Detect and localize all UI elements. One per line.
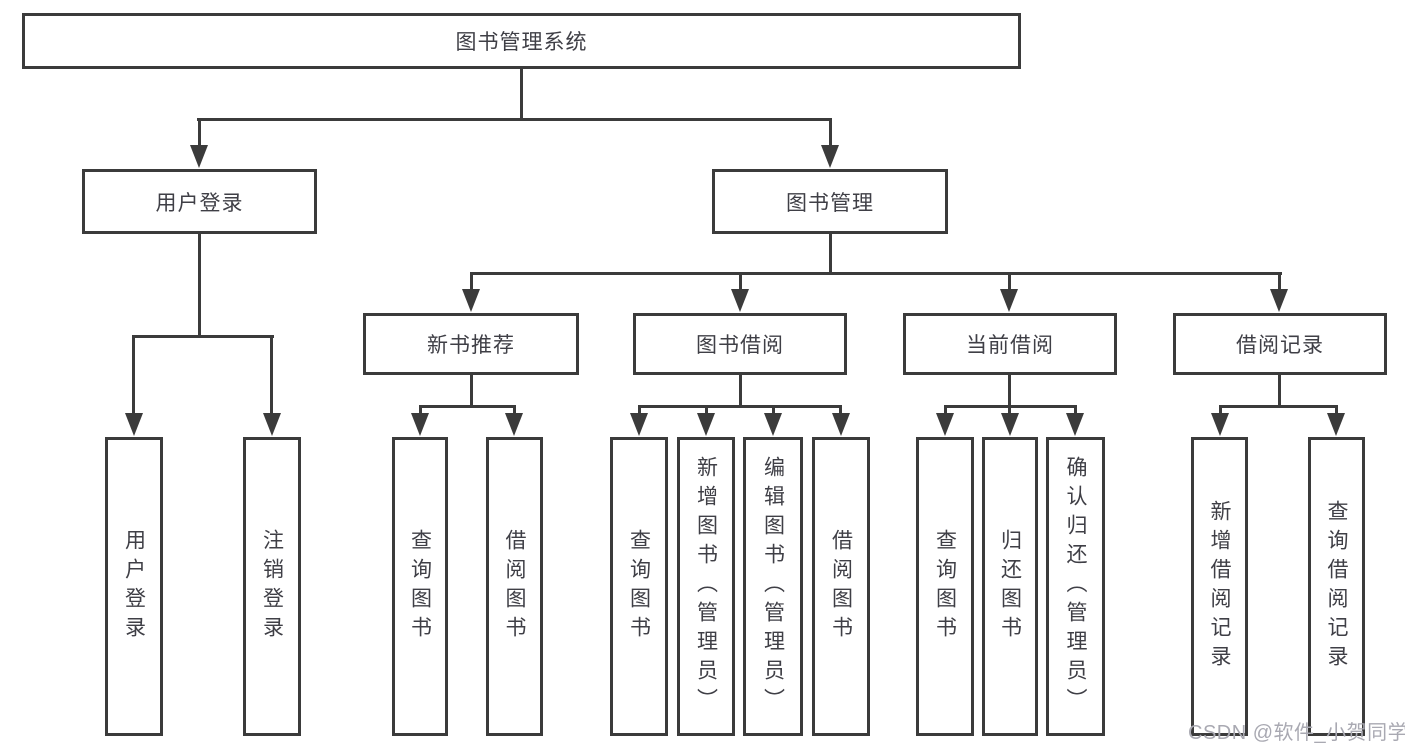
node-root-system-label: 图书管理系统 <box>455 31 588 54</box>
node-user-login-label: 用户登录 <box>155 191 244 215</box>
connector-drop-leaf-logout <box>270 335 273 417</box>
leaf-logout-label: 注销登录 <box>260 528 284 645</box>
arrow-into-book-management <box>821 145 839 168</box>
leaf-borrow-books-recommend-label: 借阅图书 <box>503 528 526 645</box>
leaf-add-borrow-record-label: 新增借阅记录 <box>1208 499 1231 674</box>
leaf-user-login-label: 用户登录 <box>122 528 146 645</box>
connector-recommend-rail <box>419 405 516 408</box>
arrow-into-edit-books-admin <box>764 413 782 436</box>
arrow-into-return-books <box>1001 413 1019 436</box>
node-new-book-recommend-label: 新书推荐 <box>427 334 515 357</box>
connector-drop-current-borrowing <box>1008 272 1011 290</box>
connector-drop-b2 <box>705 405 708 417</box>
connector-drop-c2 <box>1008 405 1011 417</box>
arrow-into-query-borrow-record <box>1327 413 1345 436</box>
leaf-query-books-current-label: 查询图书 <box>933 528 957 645</box>
arrow-into-query-books-borrowing <box>630 413 648 436</box>
connector-drop-d1 <box>1219 405 1222 417</box>
arrow-into-add-books-admin <box>697 413 715 436</box>
connector-drop-d2 <box>1335 405 1338 417</box>
arrow-into-query-books-recommend <box>411 413 429 436</box>
connector-drop-b4 <box>839 405 842 417</box>
connector-book-management-stem <box>829 233 832 275</box>
connector-drop-book-management <box>829 118 832 148</box>
leaf-return-books: 归还图书 <box>982 437 1038 736</box>
node-book-borrowing-label: 图书借阅 <box>696 334 784 357</box>
node-user-login: 用户登录 <box>82 169 317 234</box>
arrow-into-borrow-books <box>832 413 850 436</box>
connector-drop-b1 <box>638 405 641 417</box>
connector-borrowing-rail <box>638 405 842 408</box>
leaf-query-books-current: 查询图书 <box>916 437 974 736</box>
leaf-logout: 注销登录 <box>243 437 301 736</box>
connector-drop-new-book-recommend <box>470 272 473 290</box>
leaf-query-books-borrowing-label: 查询图书 <box>627 528 651 645</box>
connector-borrowing-stem <box>739 375 742 408</box>
arrow-into-query-books-current <box>936 413 954 436</box>
arrow-into-leaf-logout <box>263 413 281 436</box>
connector-current-stem <box>1008 375 1011 408</box>
node-current-borrowing: 当前借阅 <box>903 313 1117 375</box>
leaf-edit-books-admin-label: 编辑图书（管理员） <box>761 456 785 717</box>
node-borrowing-records-label: 借阅记录 <box>1236 334 1324 357</box>
leaf-borrow-books: 借阅图书 <box>812 437 870 736</box>
leaf-edit-books-admin: 编辑图书（管理员） <box>743 437 803 736</box>
leaf-query-borrow-record: 查询借阅记录 <box>1308 437 1365 736</box>
connector-records-rail <box>1219 405 1338 408</box>
connector-drop-leaf-user-login <box>132 335 135 417</box>
leaf-borrow-books-label: 借阅图书 <box>829 528 853 645</box>
connector-drop-a2 <box>513 405 516 417</box>
connector-drop-a1 <box>419 405 422 417</box>
arrow-into-borrowing-records <box>1270 289 1288 312</box>
arrow-into-user-login <box>190 145 208 168</box>
leaf-add-books-admin: 新增图书（管理员） <box>677 437 735 736</box>
leaf-user-login: 用户登录 <box>105 437 163 736</box>
connector-drop-c3 <box>1074 405 1077 417</box>
leaf-query-books-recommend: 查询图书 <box>392 437 448 736</box>
leaf-add-books-admin-label: 新增图书（管理员） <box>694 456 718 717</box>
leaf-confirm-return-admin: 确认归还（管理员） <box>1046 437 1105 736</box>
connector-drop-book-borrowing <box>739 272 742 290</box>
connector-user-login-stem <box>198 233 201 338</box>
leaf-query-books-borrowing: 查询图书 <box>610 437 668 736</box>
node-root-system: 图书管理系统 <box>22 13 1021 69</box>
arrow-into-book-borrowing <box>731 289 749 312</box>
arrow-into-add-borrow-record <box>1211 413 1229 436</box>
node-current-borrowing-label: 当前借阅 <box>966 334 1054 357</box>
connector-level1-rail <box>197 118 832 121</box>
leaf-query-books-recommend-label: 查询图书 <box>408 528 432 645</box>
leaf-query-borrow-record-label: 查询借阅记录 <box>1325 499 1348 674</box>
node-book-management: 图书管理 <box>712 169 948 234</box>
connector-drop-user-login <box>198 118 201 148</box>
leaf-return-books-label: 归还图书 <box>998 528 1022 645</box>
connector-drop-b3 <box>772 405 775 417</box>
arrow-into-current-borrowing <box>1000 289 1018 312</box>
connector-root-stem <box>520 67 523 120</box>
node-book-management-label: 图书管理 <box>786 191 874 215</box>
node-book-borrowing: 图书借阅 <box>633 313 847 375</box>
connector-drop-borrowing-records <box>1278 272 1281 290</box>
leaf-confirm-return-admin-label: 确认归还（管理员） <box>1064 456 1087 717</box>
leaf-add-borrow-record: 新增借阅记录 <box>1191 437 1248 736</box>
connector-recommend-stem <box>470 375 473 408</box>
arrow-into-leaf-user-login <box>125 413 143 436</box>
connector-drop-c1 <box>944 405 947 417</box>
node-new-book-recommend: 新书推荐 <box>363 313 579 375</box>
arrow-into-new-book-recommend <box>462 289 480 312</box>
connector-level3-rail <box>470 272 1282 275</box>
arrow-into-confirm-return-admin <box>1066 413 1084 436</box>
csdn-watermark: CSDN @软件_小贺同学 <box>1188 722 1405 744</box>
arrow-into-borrow-books-recommend <box>505 413 523 436</box>
node-borrowing-records: 借阅记录 <box>1173 313 1387 375</box>
connector-records-stem <box>1278 375 1281 408</box>
connector-user-login-rail <box>132 335 274 338</box>
leaf-borrow-books-recommend: 借阅图书 <box>486 437 543 736</box>
